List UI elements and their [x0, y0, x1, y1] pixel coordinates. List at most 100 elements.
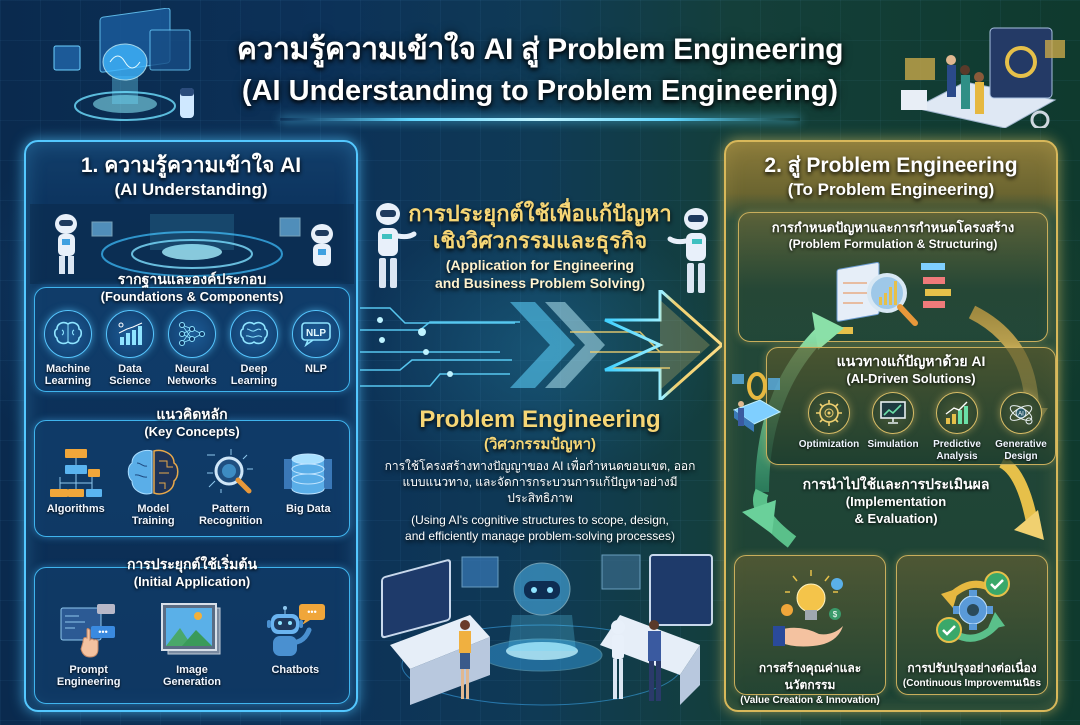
- item-optimization: Optimization: [798, 392, 860, 463]
- ai-understanding-panel: 1. ความรู้ความเข้าใจ AI (AI Understandin…: [24, 140, 358, 712]
- label-line2: Networks: [167, 375, 217, 387]
- ai-brain-hologram-illustration: [53, 8, 194, 121]
- foundations-section: รากฐานและองค์ประกอบ (Foundations & Compo…: [34, 271, 350, 392]
- ai-control-room-illustration: [381, 554, 713, 706]
- transition-arrow: [360, 290, 722, 400]
- application-heading-english-2: and Business Problem Solving): [434, 275, 646, 291]
- formulation-title-thai: การกำหนดปัญหาและการกำหนดโครงสร้าง: [771, 220, 1015, 235]
- value-creation-card: $ การสร้างคุณค่าและนวัตกรรม (Value Creat…: [734, 555, 886, 706]
- image-icon: [160, 603, 221, 655]
- panel-title-english: (To Problem Engineering): [787, 180, 995, 199]
- continuous-improvement-title-english: (Continuous Improvemนเนิธs: [902, 678, 1042, 689]
- flowchart-icon: [49, 449, 102, 497]
- value-creation-heading: การสร้างคุณค่าและนวัตกรรม (Value Creatio…: [735, 660, 885, 707]
- ai-solutions-heading: แนวทางแก้ปัญหาด้วย AI (AI-Driven Solutio…: [767, 352, 1055, 387]
- label-line1: Optimization: [798, 439, 860, 450]
- label-line1: Data: [118, 363, 142, 375]
- infographic-title: ความรู้ความเข้าใจ AI สู่ Problem Enginee…: [180, 30, 900, 110]
- monitor-chart-icon: [880, 401, 906, 424]
- key-concepts-heading: แนวคิดหลัก (Key Concepts): [35, 405, 349, 440]
- desc-english-line2: and efficiently manage problem-solving p…: [405, 529, 675, 543]
- problem-engineering-subtitle: (วิศวกรรมปัญหา): [483, 436, 597, 453]
- item-simulation: Simulation: [862, 392, 924, 463]
- robot-left-illustration: [376, 203, 417, 288]
- label-line1: Deep: [240, 363, 268, 375]
- label-line1: Generative: [995, 439, 1047, 450]
- title-underline: [280, 118, 800, 121]
- title-thai: ความรู้ความเข้าใจ AI สู่ Problem Enginee…: [236, 33, 844, 66]
- formulation-title-english: (Problem Formulation & Structuring): [788, 237, 998, 251]
- svg-text:•••: •••: [98, 627, 107, 637]
- cycle-arrows: [742, 305, 1048, 548]
- robot-figure: [611, 620, 625, 699]
- label-line1: Predictive: [933, 439, 981, 450]
- ai-understanding-heading: 1. ความรู้ความเข้าใจ AI (AI Understandin…: [26, 152, 356, 201]
- prompt-chat-icon: •••: [60, 604, 115, 658]
- label-line1: Neural: [174, 363, 210, 375]
- implementation-title-english-1: (Implementation: [845, 494, 947, 509]
- robot-right: [279, 217, 333, 266]
- application-heading-english-1: (Application for Engineering: [445, 257, 635, 273]
- continuous-improvement-card: การปรับปรุงอย่างต่อเนื่อง (Continuous Im…: [896, 555, 1048, 695]
- ai-atom-icon: AI: [1009, 405, 1033, 425]
- label-line1: Algorithms: [46, 503, 105, 515]
- problem-engineering-desc-english: (Using AI's cognitive structures to scop…: [370, 512, 710, 544]
- initial-application-heading: การประยุกต์ใช้เริ่มต้น (Initial Applicat…: [35, 555, 349, 590]
- problem-engineering-title: Problem Engineering: [419, 406, 661, 433]
- application-heading-thai-2: เชิงวิศวกรรมและธุรกิจ: [432, 228, 648, 253]
- implementation-heading: การนำไปใช้และการประเมินผล (Implementatio…: [786, 475, 1006, 527]
- svg-text:NLP: NLP: [306, 328, 326, 339]
- foundations-heading: รากฐานและองค์ประกอบ (Foundations & Compo…: [35, 270, 349, 305]
- problem-analysis-icon: [829, 261, 951, 334]
- lightbulb-hand-icon: $: [773, 570, 843, 647]
- ai-solutions-section: แนวทางแก้ปัญหาด้วย AI (AI-Driven Solutio…: [766, 347, 1056, 465]
- robot-right-illustration: [667, 208, 708, 293]
- growth-chart-icon: [945, 401, 968, 424]
- value-creation-title-english: (Value Creation & Innovation): [740, 695, 880, 706]
- label-line2: Design: [1004, 451, 1038, 462]
- item-algorithms: Algorithms: [40, 445, 112, 527]
- initial-application-title-english: (Initial Application): [133, 574, 251, 589]
- label-line1: Pattern: [211, 503, 250, 515]
- robots-portal-illustration: [30, 204, 354, 284]
- foundations-title-thai: รากฐานและองค์ประกอบ: [117, 271, 267, 287]
- desc-english-line1: (Using AI's cognitive structures to scop…: [411, 513, 669, 527]
- desc-thai-line1: การใช้โครงสร้างทางปัญญาของ AI เพื่อกำหนด…: [384, 459, 696, 473]
- target-gear-icon: [816, 400, 842, 426]
- svg-text:$: $: [833, 610, 838, 619]
- item-chatbots: ••• Chatbots: [250, 600, 340, 688]
- ai-solutions-title-english: (AI-Driven Solutions): [846, 371, 976, 386]
- label-line2: Recognition: [198, 515, 263, 527]
- item-big-data: Big Data: [272, 445, 344, 527]
- continuous-improvement-heading: การปรับปรุงอย่างต่อเนื่อง (Continuous Im…: [897, 660, 1047, 690]
- label-line2: Training: [131, 515, 175, 527]
- label-line1: Chatbots: [271, 664, 320, 676]
- svg-text:•••: •••: [308, 607, 317, 617]
- problem-engineering-desc-thai: การใช้โครงสร้างทางปัญญาของ AI เพื่อกำหนด…: [370, 458, 710, 506]
- label-line2: Science: [109, 375, 151, 387]
- item-nlp: NLP NLP: [285, 310, 347, 387]
- title-english: (AI Understanding to Problem Engineering…: [241, 75, 839, 107]
- label-line1: Machine: [45, 363, 90, 375]
- man-figure: [648, 620, 661, 701]
- implementation-title-english-2: & Evaluation): [854, 511, 938, 526]
- database-icon: [284, 453, 333, 495]
- ai-solutions-title-thai: แนวทางแก้ปัญหาด้วย AI: [836, 353, 986, 369]
- neural-network-icon: [179, 322, 205, 346]
- label-line2: Learning: [230, 375, 278, 387]
- brain-icon: [239, 321, 269, 345]
- left-console: [381, 556, 499, 705]
- continuous-improvement-title-thai: การปรับปรุงอย่างต่อเนื่อง: [907, 661, 1037, 675]
- svg-text:AI: AI: [1018, 412, 1024, 418]
- formulation-heading: การกำหนดปัญหาและการกำหนดโครงสร้าง (Probl…: [739, 219, 1047, 253]
